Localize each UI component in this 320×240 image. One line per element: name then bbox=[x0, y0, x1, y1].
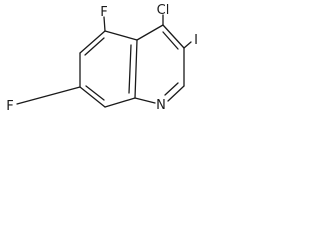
bond-c4a-c4 bbox=[136, 24, 164, 41]
bond-c2-n1 bbox=[167, 85, 185, 102]
bond-c8-c8a bbox=[104, 97, 136, 108]
bond-c7-c8-double bbox=[85, 85, 105, 101]
bond-c8a-c4a bbox=[134, 39, 138, 99]
quinoline-structure-diagram: Cl I F F N bbox=[6, 3, 198, 114]
bond-n1-c8a bbox=[134, 97, 156, 104]
atom-label-iodine: I bbox=[194, 33, 198, 48]
atom-label-chlorine: Cl bbox=[157, 3, 170, 18]
bond-c3-i bbox=[183, 41, 192, 49]
bond-c4-c3 bbox=[162, 24, 185, 49]
bond-c8a-c4a-double bbox=[128, 44, 132, 94]
bond-c5-c6 bbox=[79, 30, 106, 54]
atom-label-nitrogen: N bbox=[156, 98, 166, 113]
bond-c5-f bbox=[103, 16, 106, 32]
bond-c4-c3-double bbox=[162, 31, 179, 50]
bond-c4a-c5 bbox=[104, 30, 138, 41]
bond-c5-c6-double bbox=[84, 37, 105, 56]
atom-label-fluorine-top: F bbox=[100, 5, 107, 20]
bond-c7-c8 bbox=[79, 86, 106, 108]
bond-c7-f bbox=[16, 86, 81, 105]
atom-label-fluorine-left: F bbox=[6, 99, 13, 114]
bond-c2-n1-double bbox=[164, 82, 179, 96]
